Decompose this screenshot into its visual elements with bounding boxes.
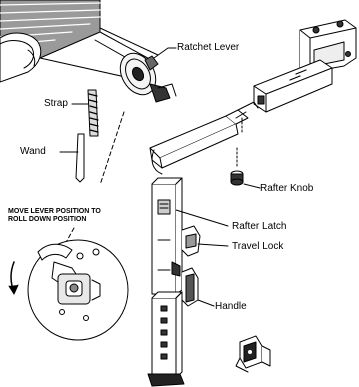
- handle-part: [171, 261, 215, 307]
- ratchet-lever-leader: [153, 47, 177, 59]
- handle-leader: [197, 299, 215, 307]
- wall-bracket: [237, 19, 357, 113]
- lower-leg: [147, 291, 185, 387]
- travel-lock-label: Travel Lock: [232, 241, 284, 252]
- strap-label: Strap: [44, 98, 68, 109]
- rafter-knob-label: Rafter Knob: [260, 183, 314, 194]
- lever-callout: MOVE LEVER POSITION TO ROLL DOWN POSITIO…: [8, 208, 101, 224]
- rafter-knob-leader: [243, 183, 261, 189]
- rafter-latch-label: Rafter Latch: [232, 221, 287, 232]
- lever-callout-line1: MOVE LEVER POSITION TO: [8, 208, 101, 215]
- bottom-bracket: [235, 335, 271, 373]
- rafter-knob-part: [230, 147, 261, 189]
- wand-label: Wand: [20, 146, 46, 157]
- rafter-latch-leader: [175, 209, 229, 227]
- ratchet-lever-label: Ratchet Lever: [177, 42, 240, 53]
- handle-label: Handle: [215, 301, 247, 312]
- lever-callout-line2: ROLL DOWN POSITION: [8, 216, 87, 224]
- roller-end: [119, 52, 177, 103]
- lever-detail: [8, 239, 129, 341]
- rafter-arm: [149, 109, 249, 175]
- strap-and-wand: [59, 89, 99, 183]
- travel-lock-leader: [197, 243, 229, 247]
- main-arm: [151, 177, 229, 295]
